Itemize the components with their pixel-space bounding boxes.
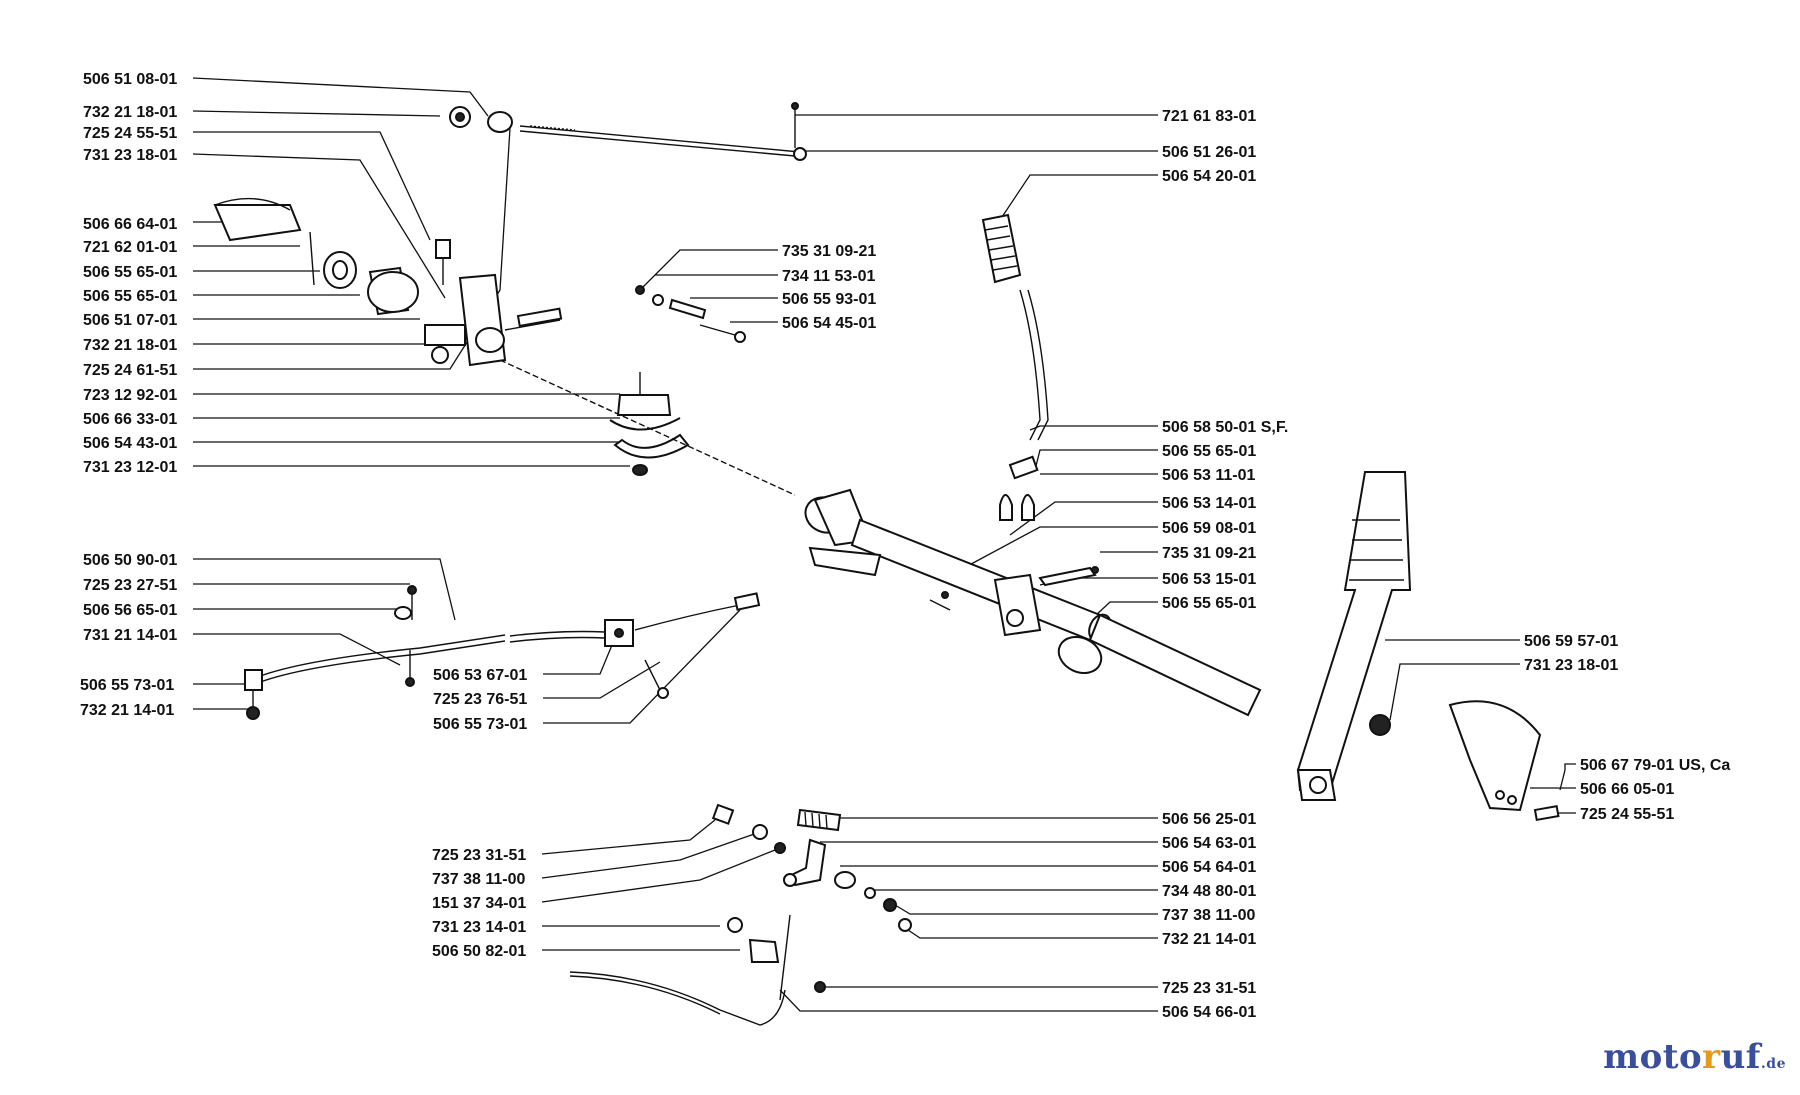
pivot-bracket-assembly <box>213 197 563 367</box>
label-far-right-1: 506 59 57-01 <box>1524 633 1618 650</box>
label-far-right-3: 506 67 79-01 US, Ca <box>1580 757 1730 774</box>
labels-left: 506 51 08-01 732 21 18-01 725 24 55-51 7… <box>80 71 177 719</box>
watermark-part-2: r <box>1702 1037 1721 1077</box>
label-left-21: 732 21 14-01 <box>80 702 174 719</box>
label-right-upper-5: 506 55 65-01 <box>1162 443 1256 460</box>
label-right-upper-2: 506 51 26-01 <box>1162 144 1256 161</box>
label-right-upper-6: 506 53 11-01 <box>1162 467 1256 484</box>
shaft-bracket <box>808 546 1099 637</box>
label-mid-lower-3: 506 55 73-01 <box>433 716 527 733</box>
label-left-7: 506 55 65-01 <box>83 264 177 281</box>
label-mid-lower-1: 506 53 67-01 <box>433 667 527 684</box>
upper-rod-assembly <box>449 102 807 161</box>
label-bottom-right-8: 506 54 66-01 <box>1162 1004 1256 1021</box>
label-left-9: 506 51 07-01 <box>83 312 177 329</box>
labels-far-right: 506 59 57-01 731 23 18-01 506 67 79-01 U… <box>1524 633 1730 823</box>
label-bottom-left-5: 506 50 82-01 <box>432 943 526 960</box>
leaders-left <box>192 77 630 710</box>
label-left-12: 723 12 92-01 <box>83 387 177 404</box>
label-left-8: 506 55 65-01 <box>83 288 177 305</box>
label-bottom-left-3: 151 37 34-01 <box>432 895 526 912</box>
label-bottom-right-3: 506 54 64-01 <box>1162 859 1256 876</box>
label-mid-upper-4: 506 54 45-01 <box>782 315 876 332</box>
label-bottom-right-4: 734 48 80-01 <box>1162 883 1256 900</box>
label-far-right-4: 506 66 05-01 <box>1580 781 1674 798</box>
labels-right-upper: 721 61 83-01 506 51 26-01 506 54 20-01 5… <box>1162 108 1288 612</box>
label-left-10: 732 21 18-01 <box>83 337 177 354</box>
leaders-bottom-right <box>779 817 1158 1012</box>
labels-mid-upper: 735 31 09-21 734 11 53-01 506 55 93-01 5… <box>782 243 876 332</box>
label-far-right-5: 725 24 55-51 <box>1580 806 1674 823</box>
label-right-upper-7: 506 53 14-01 <box>1162 495 1256 512</box>
gear-lever <box>981 213 1049 521</box>
watermark-part-3: uf <box>1720 1037 1761 1077</box>
label-left-5: 506 66 64-01 <box>83 216 177 233</box>
label-right-upper-3: 506 54 20-01 <box>1162 168 1256 185</box>
label-bottom-right-6: 732 21 14-01 <box>1162 931 1256 948</box>
labels-mid-lower: 506 53 67-01 725 23 76-51 506 55 73-01 <box>433 667 527 733</box>
label-left-16: 506 50 90-01 <box>83 552 177 569</box>
label-bottom-right-7: 725 23 31-51 <box>1162 980 1256 997</box>
watermark-part-4: .de <box>1760 1056 1786 1072</box>
labels-bottom-left: 725 23 31-51 737 38 11-00 151 37 34-01 7… <box>432 847 526 960</box>
label-bottom-right-5: 737 38 11-00 <box>1162 907 1256 924</box>
pedal-assembly <box>569 803 912 1026</box>
label-left-2: 732 21 18-01 <box>83 104 177 121</box>
label-left-4: 731 23 18-01 <box>83 147 177 164</box>
label-left-13: 506 66 33-01 <box>83 411 177 428</box>
label-bottom-left-1: 725 23 31-51 <box>432 847 526 864</box>
label-right-upper-11: 506 55 65-01 <box>1162 595 1256 612</box>
label-right-upper-4: 506 58 50-01 S,F. <box>1162 419 1288 436</box>
label-left-20: 506 55 73-01 <box>80 677 174 694</box>
label-left-14: 506 54 43-01 <box>83 435 177 452</box>
main-shaft <box>499 359 1262 717</box>
watermark-logo: motoruf.de <box>1603 1037 1786 1077</box>
label-bottom-left-2: 737 38 11-00 <box>432 871 526 888</box>
leaders-mid-lower <box>543 609 741 724</box>
mid-upper-bolts <box>635 285 746 343</box>
label-mid-lower-2: 725 23 76-51 <box>433 691 527 708</box>
label-bottom-right-2: 506 54 63-01 <box>1162 835 1256 852</box>
label-left-19: 731 21 14-01 <box>83 627 177 644</box>
label-left-18: 506 56 65-01 <box>83 602 177 619</box>
label-mid-upper-3: 506 55 93-01 <box>782 291 876 308</box>
label-right-upper-1: 721 61 83-01 <box>1162 108 1256 125</box>
label-left-17: 725 23 27-51 <box>83 577 177 594</box>
label-mid-upper-2: 734 11 53-01 <box>782 268 876 285</box>
labels-bottom-right: 506 56 25-01 506 54 63-01 506 54 64-01 7… <box>1162 811 1256 1021</box>
watermark-part-1: moto <box>1603 1037 1703 1077</box>
leaders-far-right <box>1385 639 1576 814</box>
label-left-3: 725 24 55-51 <box>83 125 177 142</box>
leaders-mid-upper <box>639 249 778 323</box>
label-left-11: 725 24 61-51 <box>83 362 177 379</box>
label-far-right-2: 731 23 18-01 <box>1524 657 1618 674</box>
main-handle <box>1296 471 1412 801</box>
throttle-cable-assembly <box>244 585 761 720</box>
guard-plate <box>1448 700 1560 822</box>
label-bottom-right-1: 506 56 25-01 <box>1162 811 1256 828</box>
label-right-upper-8: 506 59 08-01 <box>1162 520 1256 537</box>
label-right-upper-10: 506 53 15-01 <box>1162 571 1256 588</box>
label-bottom-left-4: 731 23 14-01 <box>432 919 526 936</box>
label-right-upper-9: 735 31 09-21 <box>1162 545 1256 562</box>
label-left-6: 721 62 01-01 <box>83 239 177 256</box>
label-mid-upper-1: 735 31 09-21 <box>782 243 876 260</box>
label-left-15: 731 23 12-01 <box>83 459 177 476</box>
clamp-assembly <box>609 372 690 476</box>
label-left-1: 506 51 08-01 <box>83 71 177 88</box>
leaders-bottom-left <box>541 819 781 951</box>
